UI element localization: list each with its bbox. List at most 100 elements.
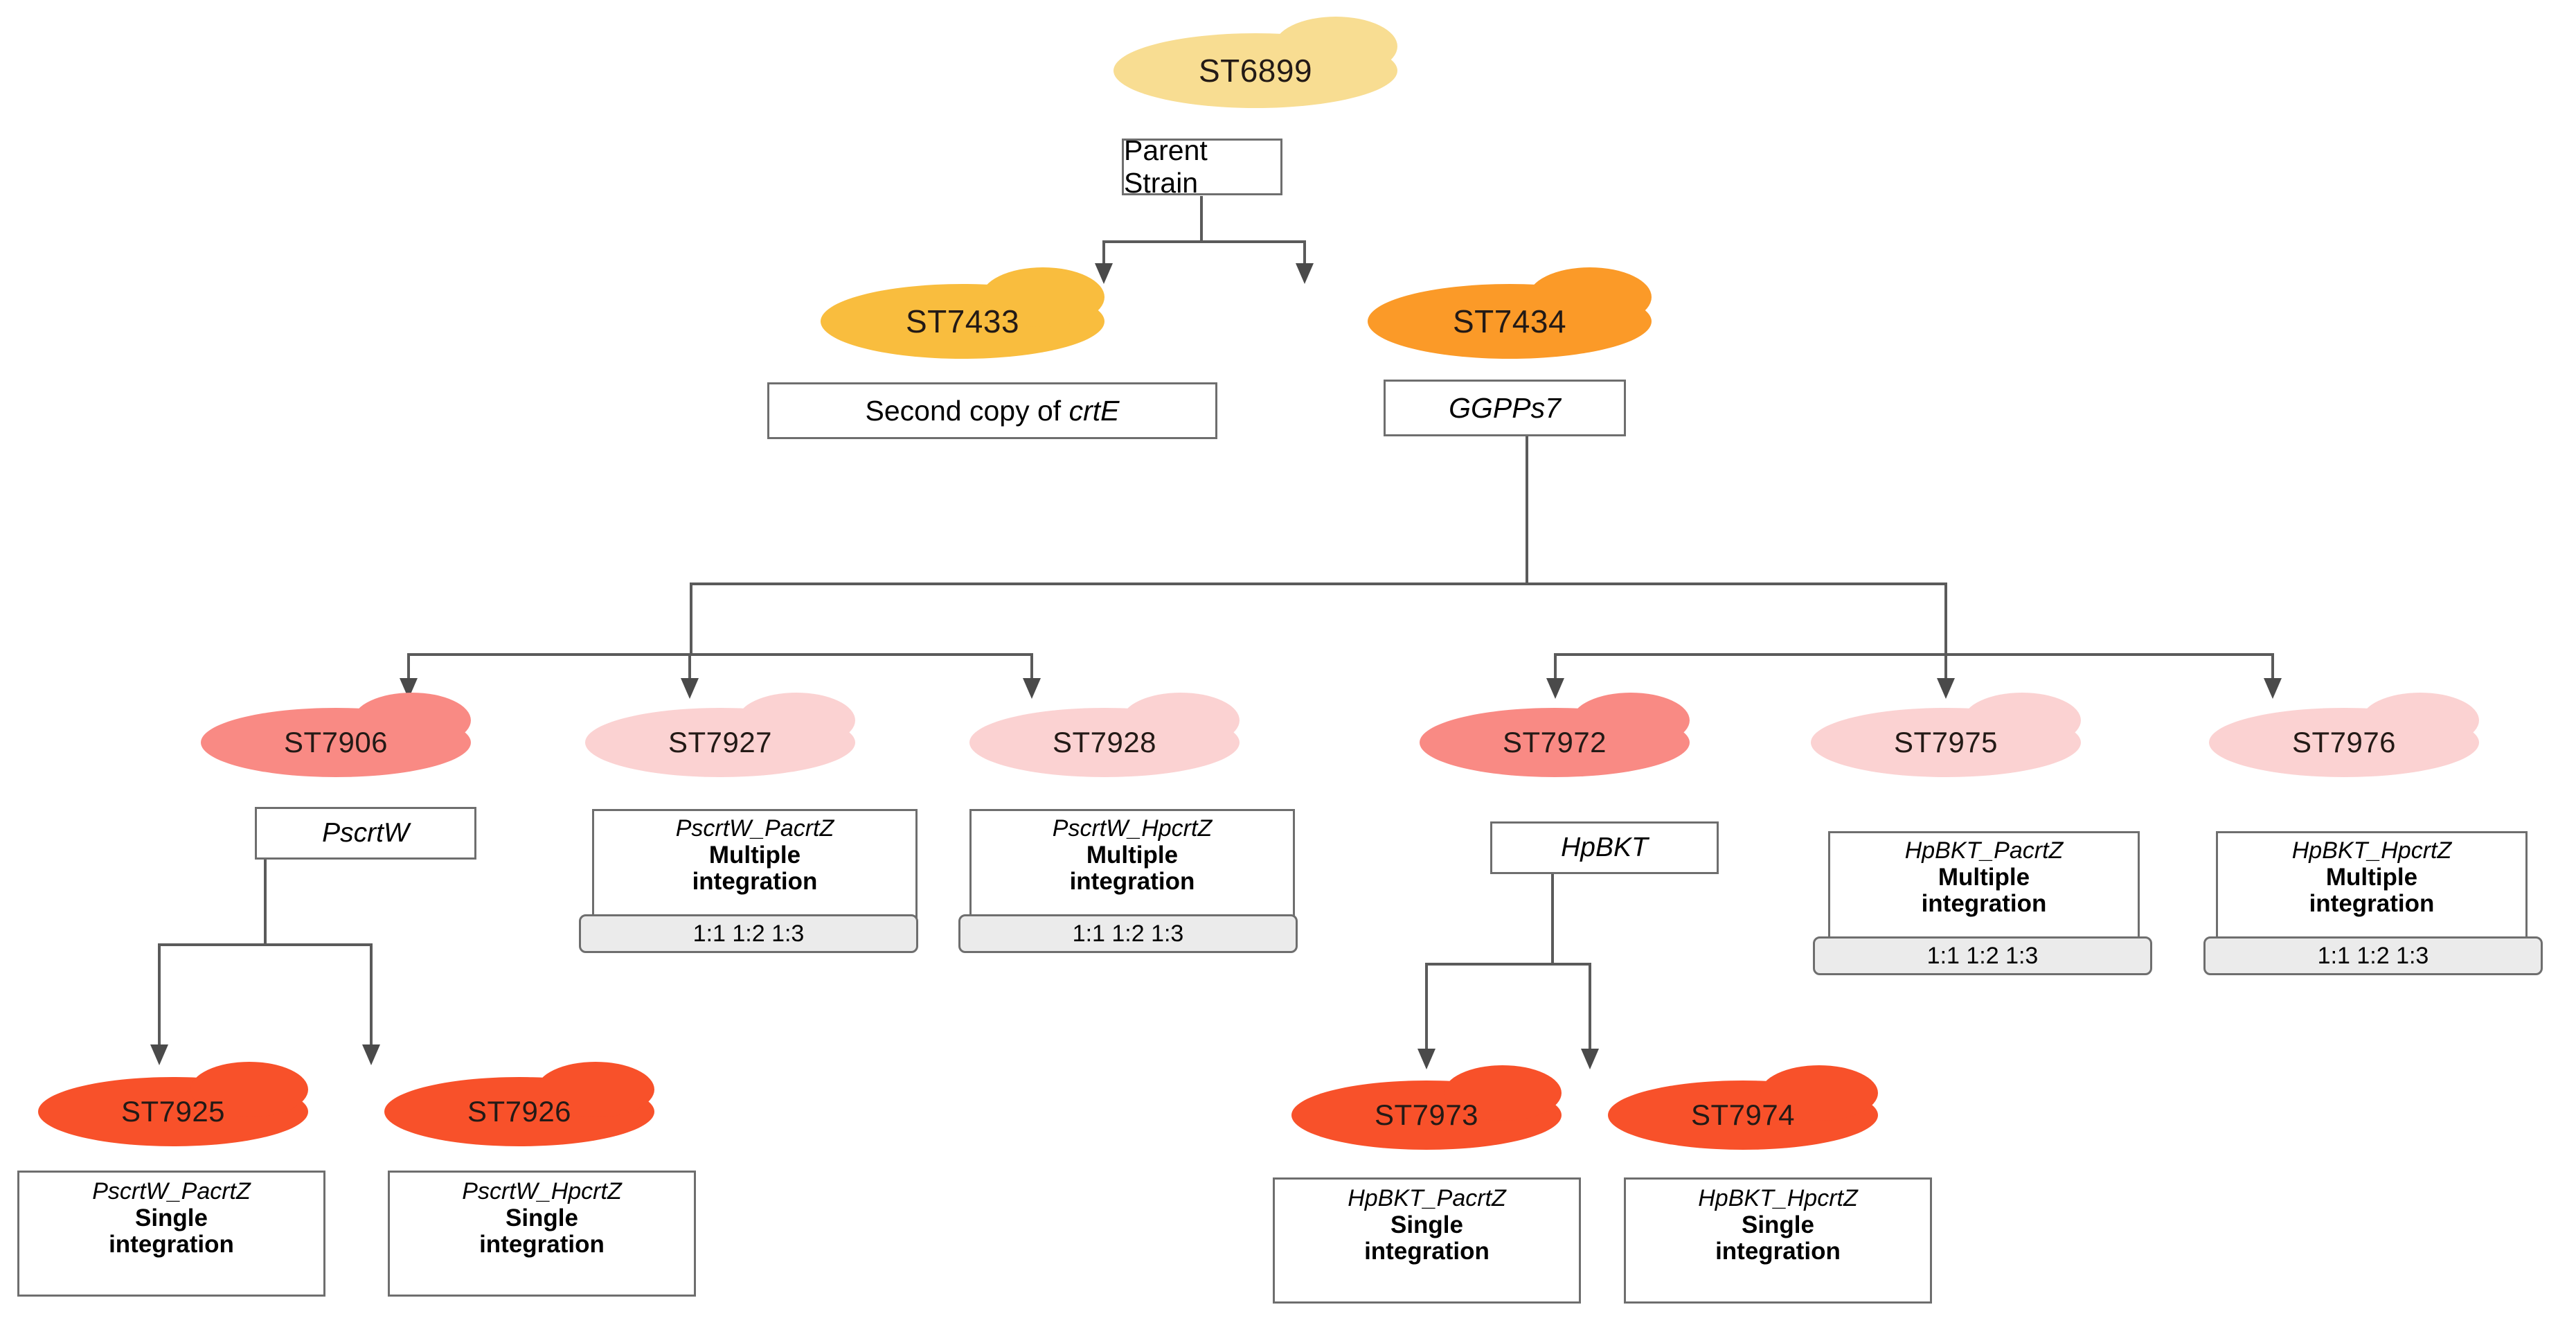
box-line-hpbkt: HpBKT xyxy=(1561,833,1648,862)
cell-st7927[interactable]: ST7927 xyxy=(585,693,855,777)
box-st7926-detail[interactable]: PscrtW_HpcrtZ Single integration xyxy=(388,1171,696,1297)
cell-label: ST7925 xyxy=(120,1095,226,1128)
box-st7973-detail[interactable]: HpBKT_PacrtZ Single integration xyxy=(1273,1177,1581,1304)
box-line-integration: integration xyxy=(1715,1237,1841,1265)
cell-bud-icon xyxy=(353,693,471,748)
box-line-pscrtw-pacrtz: PscrtW_PacrtZ xyxy=(675,815,834,842)
box-hpbkt[interactable]: HpBKT xyxy=(1490,821,1719,874)
arrow-to-st7976 xyxy=(2264,678,2282,699)
cell-st7928[interactable]: ST7928 xyxy=(969,693,1240,777)
connector-parent-stem xyxy=(1200,196,1203,242)
box-st7975-detail[interactable]: HpBKT_PacrtZ Multiple integration xyxy=(1828,831,2140,956)
box-line-integration: integration xyxy=(1364,1237,1490,1265)
ratio-strip-st7927[interactable]: 1:1 1:2 1:3 xyxy=(579,914,918,953)
arrow-to-st7927 xyxy=(681,678,699,699)
cell-st7976[interactable]: ST7976 xyxy=(2209,693,2479,777)
box-st7927-detail[interactable]: PscrtW_PacrtZ Multiple integration xyxy=(592,809,918,934)
arrow-to-st7975 xyxy=(1937,678,1955,699)
cell-st7975[interactable]: ST7975 xyxy=(1811,693,2081,777)
cell-st6899[interactable]: ST6899 xyxy=(1113,17,1397,108)
box-ggpps7[interactable]: GGPPs7 xyxy=(1384,380,1626,436)
arrow-to-st7433 xyxy=(1095,263,1113,284)
box-line-hpbkt-hpcrtz: HpBKT_HpcrtZ xyxy=(2291,837,2452,864)
ratio-strip-st7928[interactable]: 1:1 1:2 1:3 xyxy=(958,914,1298,953)
connector-st7927-drop xyxy=(688,653,691,679)
cell-label: ST7974 xyxy=(1690,1099,1796,1131)
connector-right-group-bar xyxy=(1554,653,2274,656)
box-line-pscrtw-hpcrtz: PscrtW_HpcrtZ xyxy=(462,1178,622,1204)
box-line-pscrtw: PscrtW xyxy=(322,818,409,848)
cell-st7972[interactable]: ST7972 xyxy=(1420,693,1690,777)
connector-st7925-drop xyxy=(158,943,161,1046)
box-line-parent-strain: Parent Strain xyxy=(1124,134,1208,199)
connector-row2-right-drop xyxy=(1303,240,1306,265)
connector-pscrtw-stem xyxy=(264,859,267,945)
cell-st7434[interactable]: ST7434 xyxy=(1368,267,1652,359)
connector-st7975-drop xyxy=(1944,653,1947,679)
box-line-multiple: Multiple xyxy=(2325,864,2418,891)
box-line-multiple: Multiple xyxy=(1086,842,1179,869)
connector-st7972-drop xyxy=(1554,653,1557,679)
cell-st7926[interactable]: ST7926 xyxy=(384,1062,654,1146)
connector-st7906-drop xyxy=(407,653,410,679)
connector-pscrtw-bar xyxy=(158,943,373,946)
box-line-pscrtw-hpcrtz: PscrtW_HpcrtZ xyxy=(1052,815,1213,842)
cell-st7906[interactable]: ST7906 xyxy=(201,693,471,777)
cell-st7925[interactable]: ST7925 xyxy=(38,1062,308,1146)
cell-label: ST7976 xyxy=(2291,726,2397,758)
cell-bud-icon xyxy=(1122,693,1240,748)
box-line-single: Single xyxy=(134,1204,208,1231)
connector-st7928-drop xyxy=(1030,653,1033,679)
gene-crte: crtE xyxy=(1068,394,1120,427)
cell-label: ST6899 xyxy=(1198,53,1313,89)
cell-label: ST7906 xyxy=(283,726,388,758)
connector-st7926-drop xyxy=(370,943,373,1046)
arrow-to-st7434 xyxy=(1296,263,1314,284)
cell-st7433[interactable]: ST7433 xyxy=(821,267,1104,359)
box-st7925-detail[interactable]: PscrtW_PacrtZ Single integration xyxy=(17,1171,325,1297)
connector-row2-bar xyxy=(1102,240,1306,243)
box-st7974-detail[interactable]: HpBKT_HpcrtZ Single integration xyxy=(1624,1177,1932,1304)
box-second-copy-crte[interactable]: Second copy of crtE xyxy=(767,382,1217,439)
ratio-strip-st7976[interactable]: 1:1 1:2 1:3 xyxy=(2203,936,2543,975)
connector-st7974-drop xyxy=(1589,963,1591,1050)
connector-right-group-drop xyxy=(1944,583,1947,655)
arrow-to-st7974 xyxy=(1581,1049,1599,1069)
box-line-integration: integration xyxy=(1069,867,1195,895)
cell-bud-icon xyxy=(1963,693,2081,748)
connector-ggpps7-stem xyxy=(1526,434,1528,584)
ratio-text: 1:1 1:2 1:3 xyxy=(1926,942,2039,969)
arrow-to-st7926 xyxy=(362,1044,380,1065)
cell-st7974[interactable]: ST7974 xyxy=(1608,1065,1878,1150)
ratio-text: 1:1 1:2 1:3 xyxy=(2317,942,2429,969)
connector-st7973-drop xyxy=(1425,963,1428,1050)
cell-label: ST7928 xyxy=(1052,726,1157,758)
box-parent-strain[interactable]: Parent Strain xyxy=(1122,134,1282,199)
cell-st7973[interactable]: ST7973 xyxy=(1291,1065,1562,1150)
cell-bud-icon xyxy=(981,267,1104,327)
connector-st7976-drop xyxy=(2271,653,2274,679)
box-line-multiple: Multiple xyxy=(708,842,801,869)
box-st7976-detail[interactable]: HpBKT_HpcrtZ Multiple integration xyxy=(2216,831,2528,956)
arrow-to-st7928 xyxy=(1023,678,1041,699)
box-line-hpbkt-pacrtz: HpBKT_PacrtZ xyxy=(1904,837,2064,864)
ratio-text: 1:1 1:2 1:3 xyxy=(1072,920,1184,947)
cell-bud-icon xyxy=(1760,1065,1878,1121)
cell-bud-icon xyxy=(737,693,855,748)
cell-bud-icon xyxy=(1274,17,1397,76)
cell-bud-icon xyxy=(1528,267,1652,327)
arrow-to-st7972 xyxy=(1546,678,1564,699)
cell-bud-icon xyxy=(537,1062,654,1117)
cell-label: ST7926 xyxy=(467,1095,572,1128)
arrow-to-st7925 xyxy=(150,1044,168,1065)
cell-bud-icon xyxy=(2361,693,2479,748)
box-line-hpbkt-pacrtz: HpBKT_PacrtZ xyxy=(1348,1185,1506,1211)
box-line-integration: integration xyxy=(479,1230,605,1258)
box-line-pscrtw-pacrtz: PscrtW_PacrtZ xyxy=(92,1178,251,1204)
box-line-second-copy: Second copy of crtE xyxy=(866,395,1120,427)
box-line-multiple: Multiple xyxy=(1938,864,2030,891)
connector-left-group-bar xyxy=(407,653,1033,656)
ratio-strip-st7975[interactable]: 1:1 1:2 1:3 xyxy=(1813,936,2152,975)
box-pscrtw[interactable]: PscrtW xyxy=(255,807,476,860)
